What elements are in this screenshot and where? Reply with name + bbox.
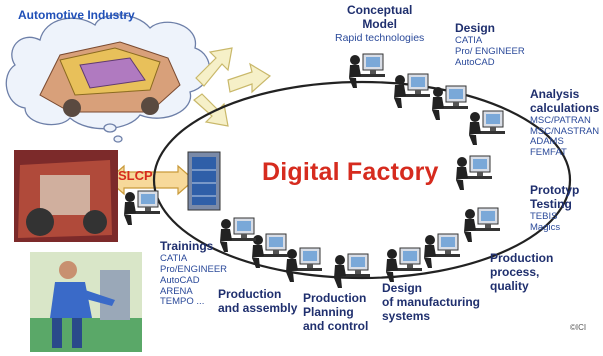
station-item: Magics — [530, 221, 561, 233]
direction-arrows — [193, 47, 272, 127]
station-conceptual-model: Conceptual Model Rapid technologies — [335, 3, 425, 44]
industry-label: Automotive Industry — [18, 8, 135, 22]
workstation-icon — [334, 253, 370, 288]
workstation-icon — [286, 247, 322, 282]
station-item: FEMFAT — [530, 147, 567, 159]
station-design-manufacturing: Design of manufacturing systems — [382, 281, 480, 323]
process-loop — [152, 80, 572, 280]
server-rack — [187, 151, 221, 211]
workstation-icon — [349, 53, 385, 88]
station-item: ARENA — [160, 285, 193, 297]
station-title-line: Production — [490, 251, 554, 265]
station-production-process: Production process, quality — [490, 251, 554, 293]
workstation-icon — [469, 110, 505, 145]
station-title-line: Prototyp — [530, 183, 580, 197]
workstations — [124, 53, 505, 288]
workstation-icon — [464, 207, 500, 242]
station-item: MSC/NASTRAN — [530, 125, 600, 137]
diagram-title: Digital Factory — [262, 158, 439, 186]
station-title-line: Trainings — [160, 239, 214, 253]
station-title-line: Conceptual — [346, 3, 413, 17]
station-design: Design CATIA Pro/ ENGINEER AutoCAD — [455, 21, 525, 69]
workstation-icon — [124, 190, 160, 225]
station-title-line: Model — [362, 16, 397, 31]
station-prototyp-testing: Prototyp Testing TEBIS Magics — [530, 183, 580, 233]
station-analysis: Analysis calculations MSC/PATRAN MSC/NAS… — [530, 87, 600, 159]
station-title-line: Design — [455, 21, 496, 35]
workstation-icon — [424, 233, 460, 268]
slcp-label: SLCP — [118, 168, 153, 183]
station-title-line: of manufacturing — [382, 294, 480, 309]
workstation-icon — [252, 233, 288, 268]
station-item: MSC/PATRAN — [530, 114, 591, 126]
copyright-label: ©ICI — [570, 323, 587, 332]
station-item: Rapid technologies — [335, 31, 425, 44]
station-title-line: calculations — [530, 100, 600, 115]
station-item: AutoCAD — [455, 56, 495, 68]
station-item: ADAMS — [530, 136, 564, 148]
station-title-line: Planning — [303, 304, 354, 319]
station-item: CATIA — [455, 34, 483, 46]
station-title-line: systems — [382, 308, 431, 323]
station-trainings: Trainings CATIA Pro/ENGINEER AutoCAD ARE… — [160, 239, 228, 308]
station-item: TEMPO ... — [160, 296, 205, 308]
station-item: Pro/ ENGINEER — [455, 45, 525, 57]
station-title-line: and assembly — [218, 300, 298, 315]
station-production-assembly: Production and assembly — [218, 287, 298, 316]
station-item: TEBIS — [530, 210, 558, 222]
workstation-icon — [394, 73, 430, 108]
station-production-planning: Production Planning and control — [303, 291, 369, 333]
station-title-line: Testing — [530, 196, 572, 211]
station-item: Pro/ENGINEER — [160, 263, 228, 275]
station-title-line: Production — [303, 291, 367, 305]
station-item: AutoCAD — [160, 274, 200, 286]
workstation-icon — [432, 85, 468, 120]
station-title-line: Production — [218, 287, 282, 301]
car-frame-image — [39, 41, 181, 117]
station-item: CATIA — [160, 252, 188, 264]
worker-photo — [30, 252, 142, 352]
station-title-line: Design — [382, 281, 423, 295]
car-interior-photo — [14, 150, 118, 242]
station-title-line: Analysis — [530, 87, 580, 101]
station-title-line: and control — [303, 318, 369, 333]
workstation-icon — [456, 155, 492, 190]
station-title-line: process, — [490, 264, 540, 279]
station-title-line: quality — [490, 278, 529, 293]
workstation-icon — [220, 217, 256, 252]
workstation-icon — [386, 247, 422, 282]
